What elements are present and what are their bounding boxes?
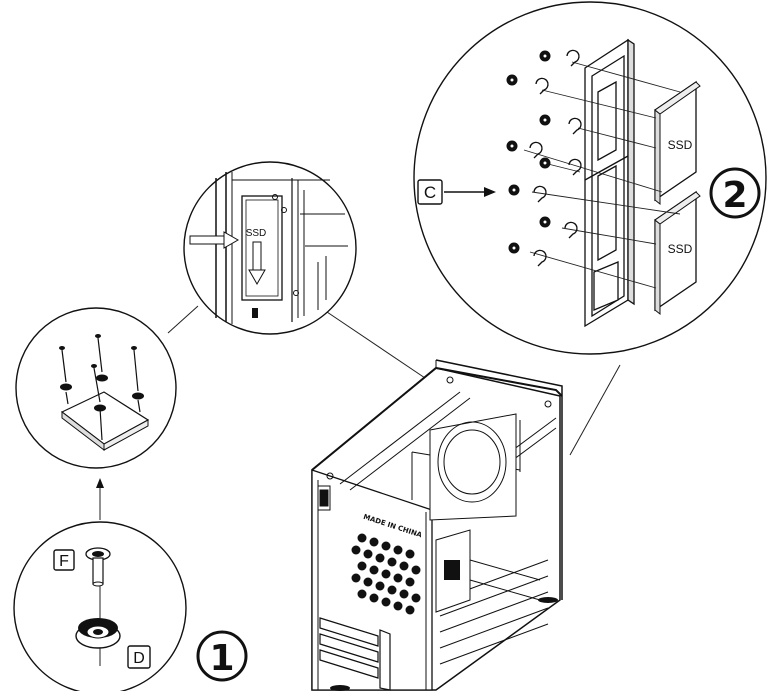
bracket-ssd-label: SSD [246, 228, 267, 239]
bracket-detail-circle: SSD [183, 161, 357, 335]
callout-c-label: C [424, 183, 436, 202]
top-ssd-label: SSD [668, 138, 693, 152]
callout-f-label: F [59, 553, 69, 570]
callout-d-label: D [133, 650, 145, 667]
top-ssd: SSD [654, 80, 701, 206]
callout-c: C [417, 179, 496, 205]
ssd-mount-detail-circle: SSD SSD [413, 1, 767, 355]
ssd-screws-detail-circle [15, 307, 177, 469]
callout-f: F [53, 549, 75, 571]
leader-lines [96, 305, 621, 520]
bottom-ssd-label: SSD [668, 242, 693, 256]
step-2-number: 2 [722, 175, 747, 216]
mount-screws [506, 49, 582, 267]
callout-d: D [127, 645, 151, 669]
bottom-ssd: SSD [654, 190, 701, 316]
expansion-slots [319, 617, 391, 691]
step-1-badge: 1 [196, 630, 248, 682]
insert-arrow [189, 231, 240, 249]
slide-down-arrow [248, 241, 266, 286]
pc-case: MADE IN CHINA [311, 359, 563, 691]
grommet-detail-circle: F D [13, 521, 187, 691]
step-1-number: 1 [209, 638, 234, 679]
step-2-badge: 2 [709, 167, 761, 219]
vent-holes [351, 533, 421, 615]
